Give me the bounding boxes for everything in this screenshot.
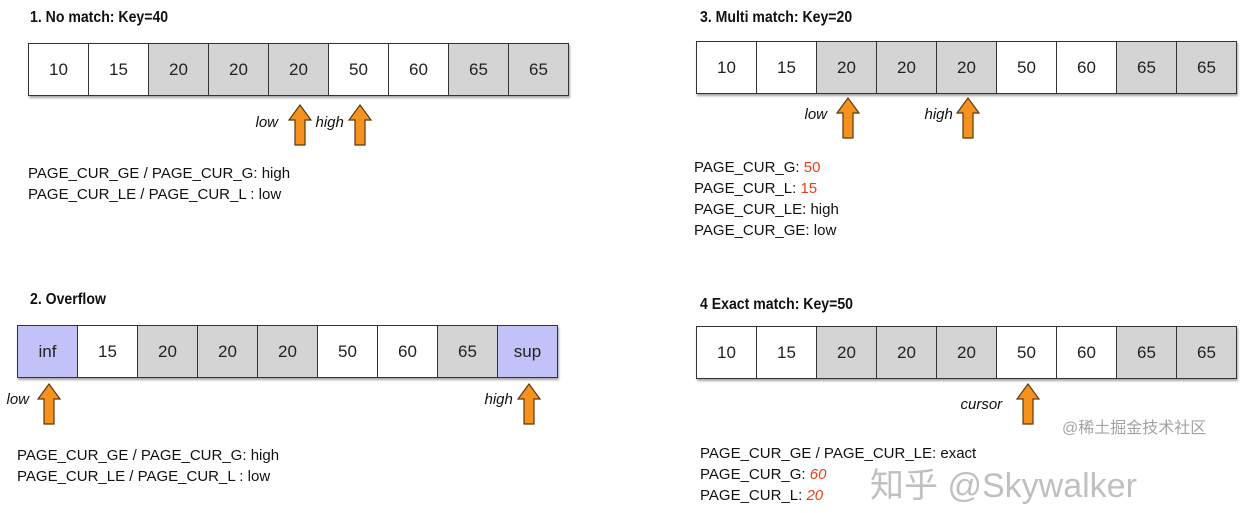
result-line: PAGE_CUR_GE / PAGE_CUR_G: high	[17, 445, 279, 466]
pointer-label-high: high	[315, 114, 344, 131]
mode-value: 20	[806, 487, 824, 504]
record-cell: 10	[697, 327, 757, 378]
record-cell: 20	[138, 326, 198, 377]
result-line: PAGE_CUR_LE / PAGE_CUR_L : low	[28, 184, 290, 205]
result-line: PAGE_CUR_LE: high	[694, 199, 839, 220]
mode-name: PAGE_CUR_LE:	[694, 201, 811, 218]
record-cell: 60	[378, 326, 438, 377]
mode-name: PAGE_CUR_G:	[694, 159, 804, 176]
result-line: PAGE_CUR_GE: low	[694, 220, 839, 241]
watermark-juejin: @稀土掘金技术社区	[1062, 420, 1207, 437]
up-arrow-icon	[1015, 383, 1040, 425]
mode-value: low	[813, 222, 837, 239]
record-cell: 20	[817, 327, 877, 378]
pointer-label-low: low	[804, 106, 828, 123]
record-cell: 15	[89, 44, 149, 95]
panel-title: 3. Multi match: Key=20	[700, 9, 853, 26]
record-cell: 20	[209, 44, 269, 95]
result-line: PAGE_CUR_L: 20	[700, 485, 976, 506]
mode-name: PAGE_CUR_GE / PAGE_CUR_G:	[28, 165, 262, 182]
mode-name: PAGE_CUR_L:	[700, 487, 807, 504]
result-line: PAGE_CUR_GE / PAGE_CUR_LE: exact	[700, 443, 976, 464]
record-cell: 65	[449, 44, 509, 95]
record-cell: 20	[937, 327, 997, 378]
record-cell: 20	[198, 326, 258, 377]
mode-value: 50	[803, 159, 821, 176]
result-line: PAGE_CUR_G: 60	[700, 464, 976, 485]
pointer-label-cursor: cursor	[960, 396, 1003, 413]
record-cell: 50	[329, 44, 389, 95]
record-cell: 60	[1057, 42, 1117, 93]
record-cell: 10	[29, 44, 89, 95]
up-arrow-icon	[835, 97, 860, 139]
mode-name: PAGE_CUR_L:	[694, 180, 801, 197]
record-cell: 20	[877, 327, 937, 378]
record-cell: 15	[757, 42, 817, 93]
mode-value: high	[250, 447, 280, 464]
up-arrow-icon	[516, 383, 541, 425]
mode-name: PAGE_CUR_GE / PAGE_CUR_LE:	[700, 445, 941, 462]
mode-name: PAGE_CUR_G:	[700, 466, 810, 483]
record-cell: 65	[1117, 327, 1177, 378]
record-cell: 20	[937, 42, 997, 93]
mode-name: PAGE_CUR_GE / PAGE_CUR_G:	[17, 447, 251, 464]
up-arrow-icon	[347, 104, 372, 146]
record-cell: 65	[1177, 42, 1236, 93]
mode-value: exact	[940, 445, 977, 462]
pointer-label-high: high	[924, 106, 953, 123]
mode-name: PAGE_CUR_GE:	[694, 222, 814, 239]
up-arrow-icon	[287, 104, 312, 146]
mode-value: 15	[800, 180, 818, 197]
record-cell: 20	[877, 42, 937, 93]
record-cell: 15	[757, 327, 817, 378]
up-arrow-icon	[955, 97, 980, 139]
record-cell: 10	[697, 42, 757, 93]
up-arrow-icon	[36, 383, 61, 425]
record-cell: 65	[1117, 42, 1177, 93]
record-cell: 20	[269, 44, 329, 95]
result-line: PAGE_CUR_GE / PAGE_CUR_G: high	[28, 163, 290, 184]
panel-title: 4 Exact match: Key=50	[700, 296, 854, 313]
mode-value: 60	[809, 466, 827, 483]
mode-name: PAGE_CUR_LE / PAGE_CUR_L :	[17, 468, 248, 485]
panel-title: 2. Overflow	[30, 291, 106, 308]
record-cell: 50	[318, 326, 378, 377]
mode-name: PAGE_CUR_LE / PAGE_CUR_L :	[28, 186, 259, 203]
record-cell: inf	[18, 326, 78, 377]
record-cell: 15	[78, 326, 138, 377]
record-cell: 50	[997, 327, 1057, 378]
record-cell: 50	[997, 42, 1057, 93]
result-line: PAGE_CUR_G: 50	[694, 157, 839, 178]
record-cell: 65	[509, 44, 568, 95]
record-cell: 60	[1057, 327, 1117, 378]
record-cell: 60	[389, 44, 449, 95]
record-cell: 65	[438, 326, 498, 377]
pointer-label-low: low	[255, 114, 279, 131]
pointer-label-low: low	[6, 391, 30, 408]
pointer-label-high: high	[484, 391, 513, 408]
mode-value: high	[810, 201, 839, 218]
record-cell: 20	[817, 42, 877, 93]
panel-title: 1. No match: Key=40	[30, 9, 169, 26]
result-line: PAGE_CUR_L: 15	[694, 178, 839, 199]
record-cell: sup	[498, 326, 557, 377]
result-line: PAGE_CUR_LE / PAGE_CUR_L : low	[17, 466, 279, 487]
record-cell: 20	[149, 44, 209, 95]
mode-value: low	[258, 186, 282, 203]
mode-value: high	[261, 165, 291, 182]
watermark-zhihu: 知乎 @Skywalker	[870, 467, 1137, 505]
record-cell: 65	[1177, 327, 1236, 378]
record-cell: 20	[258, 326, 318, 377]
mode-value: low	[247, 468, 271, 485]
